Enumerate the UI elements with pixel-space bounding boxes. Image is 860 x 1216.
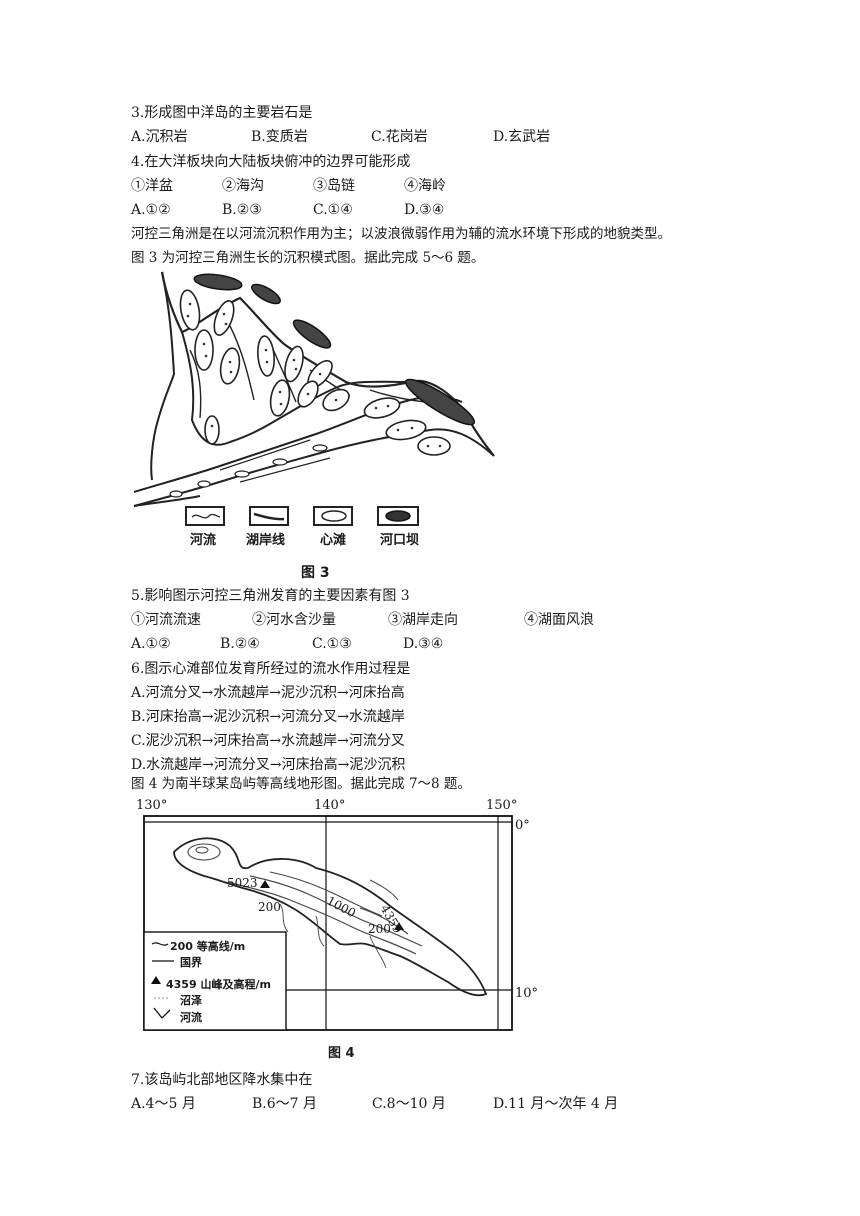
q5-option-c: C.①③ — [312, 636, 352, 652]
q5-item-4: ④湖面风浪 — [524, 612, 594, 628]
q7-option-c: C.8～10 月 — [372, 1096, 446, 1112]
fig3-legend-symbols — [185, 506, 419, 526]
q5-item-3: ③湖岸走向 — [388, 612, 458, 628]
q4-option-d: D.③④ — [404, 202, 445, 218]
q5-option-d: D.③④ — [403, 636, 444, 652]
fig4-lon-130: 130° — [136, 798, 168, 813]
q3-option-a: A.沉积岩 — [131, 129, 188, 145]
fig3-legend-mouth-bar: 河口坝 — [380, 533, 420, 548]
figure-3-delta-diagram — [133, 271, 495, 507]
fig3-legend-channel-bar: 心滩 — [320, 533, 347, 548]
fig4-lon-140: 140° — [314, 798, 346, 813]
fig4-lon-150: 150° — [486, 798, 518, 813]
q4-option-b: B.②③ — [222, 202, 262, 218]
q7-option-b: B.6～7 月 — [252, 1096, 318, 1112]
q6-option-b: B.河床抬高→泥沙沉积→河流分叉→水流越岸 — [131, 709, 405, 725]
q4-item-2: ②海沟 — [222, 178, 264, 194]
q3-option-d: D.玄武岩 — [493, 129, 551, 145]
q7-option-a: A.4～5 月 — [131, 1096, 196, 1112]
q5-option-b: B.②④ — [220, 636, 260, 652]
q6-option-a: A.河流分叉→水流越岸→泥沙沉积→河床抬高 — [131, 685, 405, 701]
fig4-lat-10: 10° — [515, 986, 539, 1001]
fig4-lat-0: 0° — [515, 818, 530, 833]
q6-option-c: C.泥沙沉积→河床抬高→水流越岸→河流分叉 — [131, 733, 405, 749]
fig4-map-drawing — [143, 815, 513, 1031]
q5-item-2: ②河水含沙量 — [252, 612, 336, 628]
fig4-elev-5023: 5023 — [227, 876, 258, 890]
q7-option-d: D.11 月～次年 4 月 — [493, 1096, 619, 1112]
q4-option-a: A.①② — [131, 202, 171, 218]
fig4-legend-peak: 4359 山峰及高程/m — [166, 978, 271, 991]
fig3-legend-shoreline: 湖岸线 — [246, 533, 286, 548]
fig3-legend: 河流 湖岸线 心滩 河口坝 — [180, 505, 440, 549]
fig4-legend-border: 国界 — [180, 956, 202, 969]
q4-stem: 4.在大洋板块向大陆板块俯冲的边界可能形成 — [131, 154, 411, 170]
fig3-legend-river: 河流 — [190, 533, 217, 548]
q5-option-a: A.①② — [131, 636, 171, 652]
q6-stem: 6.图示心滩部位发育所经过的流水作用过程是 — [131, 661, 411, 677]
fig4-legend-contour: 200 等高线/m — [170, 940, 246, 953]
fig4-elev-200-east: 200 — [368, 922, 391, 936]
q7-stem: 7.该岛屿北部地区降水集中在 — [131, 1072, 313, 1088]
q3-stem: 3.形成图中洋岛的主要岩石是 — [131, 105, 313, 121]
q4-item-1: ①洋盆 — [131, 178, 173, 194]
q5-item-1: ①河流流速 — [131, 612, 201, 628]
q4-option-c: C.①④ — [313, 202, 353, 218]
fig3-caption: 图 3 — [301, 565, 330, 581]
fig3-intro-line2: 图 3 为河控三角洲生长的沉积模式图。据此完成 5～6 题。 — [131, 250, 485, 266]
q3-option-b: B.变质岩 — [251, 129, 308, 145]
fig3-intro-line1: 河控三角洲是在以河流沉积作用为主；以波浪微弱作用为辅的流水环境下形成的地貌类型。 — [131, 226, 671, 242]
fig4-legend-swamp: 沼泽 — [180, 994, 202, 1007]
q4-item-4: ④海岭 — [404, 178, 446, 194]
q4-item-3: ③岛链 — [313, 178, 355, 194]
fig4-intro: 图 4 为南半球某岛屿等高线地形图。据此完成 7～8 题。 — [131, 776, 471, 792]
q3-option-c: C.花岗岩 — [371, 129, 428, 145]
fig4-legend-river: 河流 — [180, 1011, 202, 1024]
fig4-caption: 图 4 — [328, 1046, 355, 1061]
fig4-elev-200: 200 — [258, 900, 281, 914]
figure-4-island-map: 130° 140° 150° 0° 10° 5023 200 — [130, 796, 540, 1062]
q5-stem: 5.影响图示河控三角洲发育的主要因素有图 3 — [131, 588, 410, 604]
q6-option-d: D.水流越岸→河流分叉→河床抬高→泥沙沉积 — [131, 757, 406, 773]
